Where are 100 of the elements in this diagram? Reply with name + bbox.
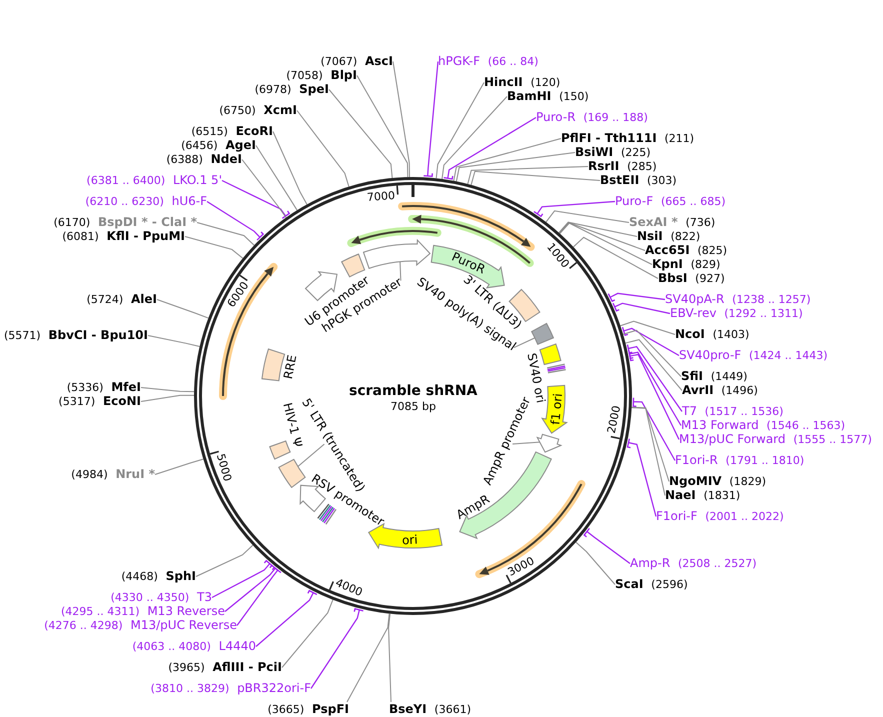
primer-label: SV40pro-F (1424 .. 1443) [679, 348, 828, 363]
leader-line [625, 339, 682, 391]
primer-label: Amp-R (2508 .. 2527) [630, 556, 757, 571]
leader-line [184, 236, 244, 259]
leader-line [388, 613, 392, 702]
position-label: 5000 [214, 452, 234, 483]
primer-label: M13/pUC Forward (1555 .. 1577) [679, 432, 872, 447]
leader-line [628, 349, 682, 426]
leader-line [631, 407, 666, 496]
leader-line [631, 406, 670, 482]
leader-line [533, 200, 616, 218]
leader-line [423, 61, 439, 177]
restriction-site-label: (3665) PspFI [268, 702, 349, 717]
primer-label: (6381 .. 6400) LKO.1 5' [86, 173, 222, 188]
restriction-site-label: BseYI (3661) [389, 702, 471, 717]
restriction-site-label: (6081) KflI - PpuMI [62, 229, 185, 244]
primer-label: F1ori-R (1791 .. 1810) [675, 453, 804, 468]
leader-line [242, 159, 287, 218]
leader-line [392, 61, 410, 178]
restriction-site-label: (3965) AflIII - PciI [168, 660, 282, 675]
leader-line [256, 145, 298, 211]
plasmid-name: scramble shRNA [349, 383, 478, 399]
primer-label: T7 (1517 .. 1536) [682, 404, 784, 419]
feature-block [362, 239, 431, 269]
leader-line [436, 82, 484, 179]
primer-label: F1ori-F (2001 .. 2022) [656, 509, 784, 524]
leader-line [222, 180, 290, 219]
restriction-site-label: AvrII (1496) [682, 383, 758, 398]
leader-line [140, 394, 194, 402]
restriction-site-label: BbsI (927) [658, 271, 725, 286]
restriction-site-label: NcoI (1403) [675, 327, 750, 342]
primer-label: Puro-F (665 .. 685) [615, 194, 726, 209]
primer-label: (4063 .. 4080) L4440 [132, 639, 256, 654]
restriction-site-label: (7058) BlpI [286, 68, 357, 83]
restriction-site-label: (6456) AgeI [181, 138, 256, 153]
leader-line [296, 110, 350, 188]
restriction-site-label: SexAI * (736) [629, 215, 716, 230]
leader-line [442, 96, 508, 180]
restriction-site-label: (4468) SphI [121, 569, 196, 584]
leader-line [310, 608, 364, 689]
leader-line [236, 566, 282, 626]
leader-line [206, 201, 264, 241]
restriction-site-label: KpnI (829) [652, 257, 720, 272]
primer-label: (6210 .. 6230) hU6-F [85, 194, 207, 209]
restriction-site-label: (5317) EcoNI [58, 394, 141, 409]
feature-box [531, 322, 555, 345]
restriction-site-label: HincII (120) [484, 75, 560, 90]
leader-line [512, 442, 540, 444]
primer-label: (4295 .. 4311) M13 Reverse [60, 604, 225, 619]
restriction-site-label: PflFI - Tth111I (211) [561, 131, 694, 146]
leader-line [456, 152, 576, 182]
restriction-site-label: (6750) XcmI [219, 103, 297, 118]
restriction-site-label: (5336) MfeI [66, 380, 141, 395]
leader-line [467, 166, 588, 184]
restriction-site-label: (6978) SpeI [254, 82, 329, 97]
restriction-site-label: NsiI (822) [637, 229, 700, 244]
leader-line [626, 344, 682, 412]
feature-box [269, 440, 291, 460]
restriction-site-label: BstEII (303) [600, 173, 677, 188]
restriction-site-label: NgoMIV (1829) [669, 474, 766, 489]
restriction-site-label: RsrII (285) [588, 159, 657, 174]
leader-line [154, 458, 204, 475]
leader-line [558, 222, 638, 237]
restriction-site-label: SfiI (1449) [681, 369, 748, 384]
leader-line [626, 438, 657, 517]
leader-line [514, 337, 536, 348]
position-label: 3000 [506, 554, 537, 579]
leader-line [558, 222, 646, 251]
leader-line [622, 330, 682, 377]
primer-label: hPGK-F (66 .. 84) [438, 54, 538, 69]
restriction-site-label: Acc65I (825) [645, 243, 728, 258]
leader-line [622, 326, 680, 356]
leader-line [148, 335, 200, 347]
feature-box [341, 253, 366, 278]
feature-box [278, 458, 306, 489]
leader-line [212, 560, 274, 598]
restriction-site-label: (5724) AleI [86, 292, 157, 307]
leader-line [628, 352, 680, 440]
leader-line [256, 590, 318, 647]
leader-line [559, 222, 652, 265]
primer-label: (4330 .. 4350) T3 [110, 590, 212, 605]
primer-label: SV40pA-R (1238 .. 1257) [665, 292, 811, 307]
restriction-site-label: (6515) EcoRI [191, 124, 273, 139]
restriction-site-label: (5571) BbvCI - Bpu10I [4, 328, 148, 343]
leader-line [156, 299, 209, 319]
leader-line [575, 542, 616, 585]
leader-line [196, 544, 254, 577]
feature-block [459, 451, 552, 539]
leader-line [400, 261, 402, 282]
leader-line [470, 170, 600, 186]
primer-label: Puro-R (169 .. 188) [536, 110, 648, 125]
primer-label: (4276 .. 4298) M13/pUC Reverse [44, 618, 237, 633]
leader-line [632, 397, 676, 461]
primer-label: (3810 .. 3829) pBR322ori-F [150, 681, 311, 696]
restriction-site-label: NaeI (1831) [665, 488, 740, 503]
leader-line [140, 387, 195, 392]
leader-line [612, 302, 670, 314]
leader-line [196, 222, 255, 246]
plasmid-size: 7085 bp [390, 400, 436, 412]
leader-line [356, 75, 408, 178]
